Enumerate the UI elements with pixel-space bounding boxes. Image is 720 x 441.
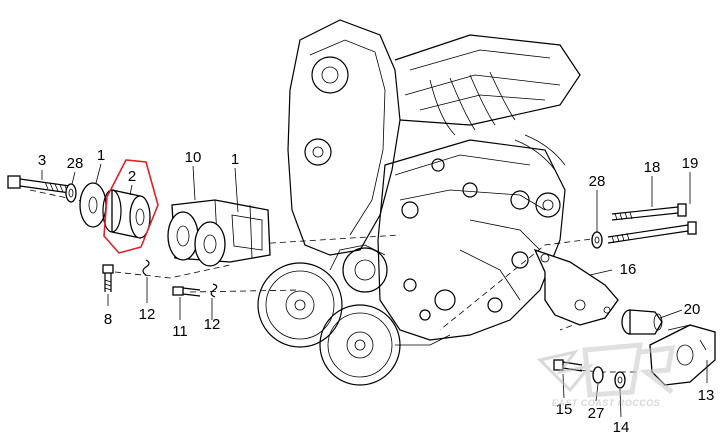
callout-11: 11 xyxy=(172,323,188,340)
mount-bracket-10-icon xyxy=(167,199,271,267)
callout-8: 8 xyxy=(104,311,112,328)
callout-28b: 28 xyxy=(589,173,606,190)
callout-12a: 12 xyxy=(139,306,156,323)
washer-28-icon xyxy=(65,183,77,203)
callout-10: 10 xyxy=(185,149,202,166)
leader-lines xyxy=(41,163,708,418)
watermark-text: EAST COAST ROCCOS xyxy=(552,398,661,408)
rubber-mount-20-icon xyxy=(621,309,663,335)
bolt-19-icon xyxy=(607,221,697,244)
plate-1-icon xyxy=(79,182,107,228)
bolt-8-icon xyxy=(102,264,114,292)
callout-19: 19 xyxy=(682,155,699,172)
highlight-outline xyxy=(103,159,159,254)
callout-2: 2 xyxy=(128,168,136,185)
callout-18: 18 xyxy=(644,159,661,176)
callout-15: 15 xyxy=(556,401,573,418)
callout-27: 27 xyxy=(588,405,605,422)
bolt-18-icon xyxy=(611,203,687,221)
nut-14-icon xyxy=(614,371,626,389)
bracket-16-icon xyxy=(533,248,619,326)
callout-1b: 1 xyxy=(231,151,239,168)
callout-3: 3 xyxy=(38,152,46,169)
callout-1: 1 xyxy=(97,147,105,164)
bolt-11-icon xyxy=(172,286,201,297)
watermark-logo: EAST COAST ROCCOS xyxy=(537,342,676,408)
bolt-3-icon xyxy=(7,175,71,194)
callout-labels: 3 28 1 2 10 1 8 12 11 12 28 18 19 16 20 … xyxy=(38,147,715,436)
engine-block xyxy=(257,19,581,386)
callout-12b: 12 xyxy=(204,316,221,333)
lock-clip-12b-icon xyxy=(210,283,218,298)
callout-28: 28 xyxy=(67,155,84,172)
rubber-bushing-2-icon xyxy=(102,189,151,239)
lock-clip-12a-icon xyxy=(142,259,150,276)
engine-bracket-13-icon xyxy=(649,324,716,386)
callout-14: 14 xyxy=(613,419,630,436)
callout-16: 16 xyxy=(620,261,637,278)
callout-13: 13 xyxy=(698,387,715,404)
callout-20: 20 xyxy=(684,301,701,318)
washer-28b-icon xyxy=(591,231,603,249)
washer-27-icon xyxy=(592,366,604,384)
